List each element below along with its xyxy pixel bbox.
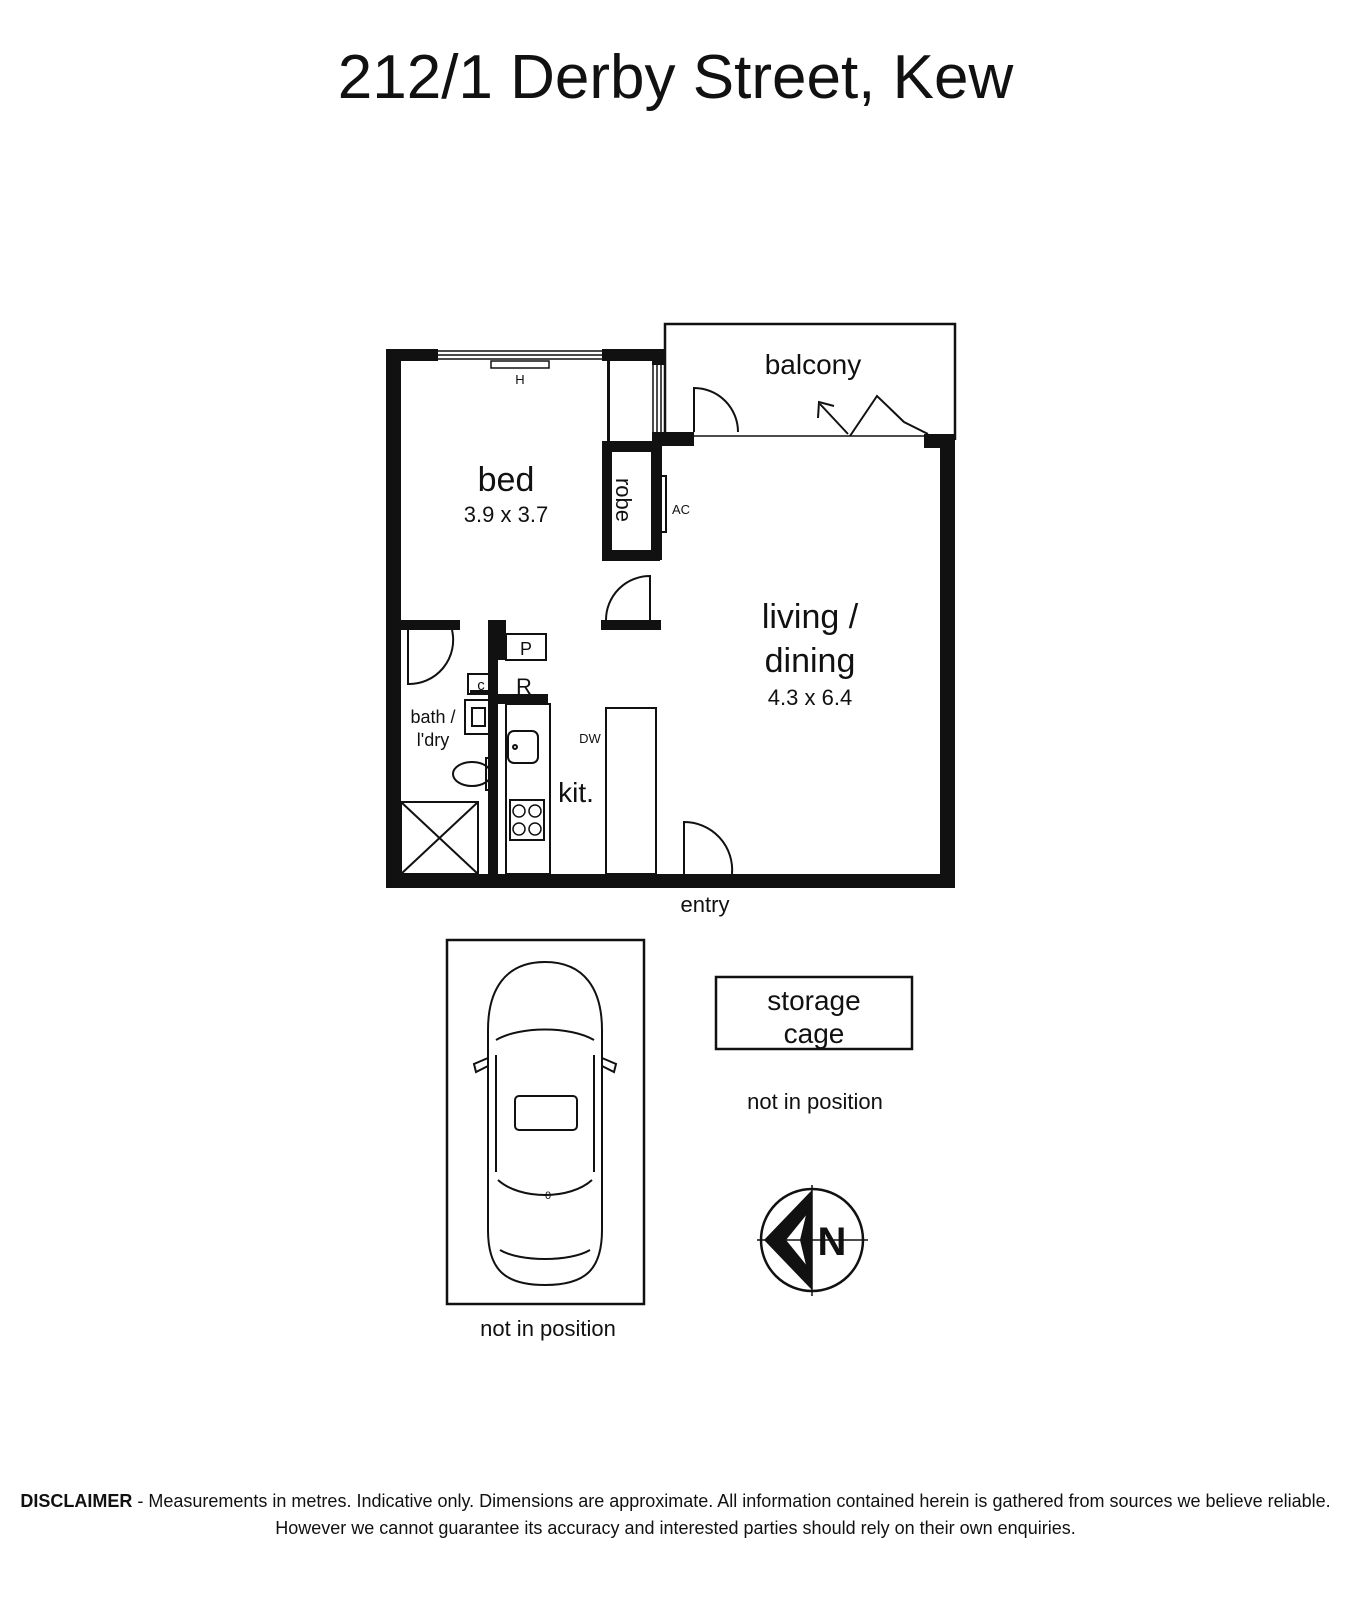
- bifold-door: [849, 394, 929, 437]
- aircon-label: AC: [672, 502, 690, 517]
- interior-walls: [401, 361, 662, 874]
- exterior-walls: [386, 349, 955, 888]
- living-label-line1: living /: [762, 598, 859, 636]
- bed-window: [438, 350, 602, 369]
- kitchen-counters: [505, 703, 657, 875]
- page-title: 212/1 Derby Street, Kew: [337, 43, 1014, 112]
- storage-cage: storage cage: [714, 975, 914, 1051]
- storage-not-in-position: not in position: [747, 1089, 883, 1114]
- balcony-door: [693, 386, 739, 433]
- bed-label: bed: [478, 461, 535, 499]
- cupboard-label: c: [477, 677, 485, 694]
- kitchen-storage: [464, 633, 547, 735]
- compass-north-letter: N: [818, 1220, 847, 1264]
- dishwasher-label: DW: [579, 731, 601, 746]
- robe-cabinet: [610, 450, 667, 552]
- storage-label-line2: cage: [784, 1018, 845, 1049]
- robe-label: robe: [611, 478, 636, 522]
- stove-icon: [512, 804, 542, 836]
- doors: [407, 386, 929, 875]
- kitchen-label: kit.: [558, 777, 594, 808]
- living-size: 4.3 x 6.4: [768, 685, 852, 710]
- bath-label-line1: bath /: [410, 707, 455, 727]
- toilet-icon: [452, 757, 493, 791]
- fridge-label: R: [516, 674, 532, 699]
- disclaimer: DISCLAIMER - Measurements in metres. Ind…: [20, 1488, 1331, 1542]
- entry-label: entry: [681, 892, 730, 917]
- balcony-label: balcony: [765, 349, 862, 380]
- storage-label-line1: storage: [767, 985, 860, 1016]
- entry-door: [683, 820, 734, 875]
- bath-door: [407, 629, 455, 686]
- balcony-area: [663, 322, 957, 440]
- car-marker: 0: [545, 1190, 551, 1202]
- arrow-head: [817, 400, 835, 419]
- pantry-label: P: [520, 639, 532, 659]
- compass-icon: N: [757, 1185, 868, 1296]
- bath-label-line2: l'dry: [417, 730, 449, 750]
- heater-label: H: [515, 372, 524, 387]
- car-space: 0: [445, 938, 646, 1306]
- car-icon: [472, 960, 618, 1287]
- arrow-line: [819, 403, 849, 435]
- shower: [400, 801, 479, 875]
- living-label-line2: dining: [765, 642, 856, 680]
- disclaimer-text: - Measurements in metres. Indicative onl…: [132, 1491, 1331, 1538]
- bed-size: 3.9 x 3.7: [464, 502, 548, 527]
- disclaimer-label: DISCLAIMER: [20, 1491, 133, 1511]
- bed-door: [605, 574, 651, 621]
- living-window: [652, 365, 662, 432]
- car-not-in-position: not in position: [480, 1316, 616, 1341]
